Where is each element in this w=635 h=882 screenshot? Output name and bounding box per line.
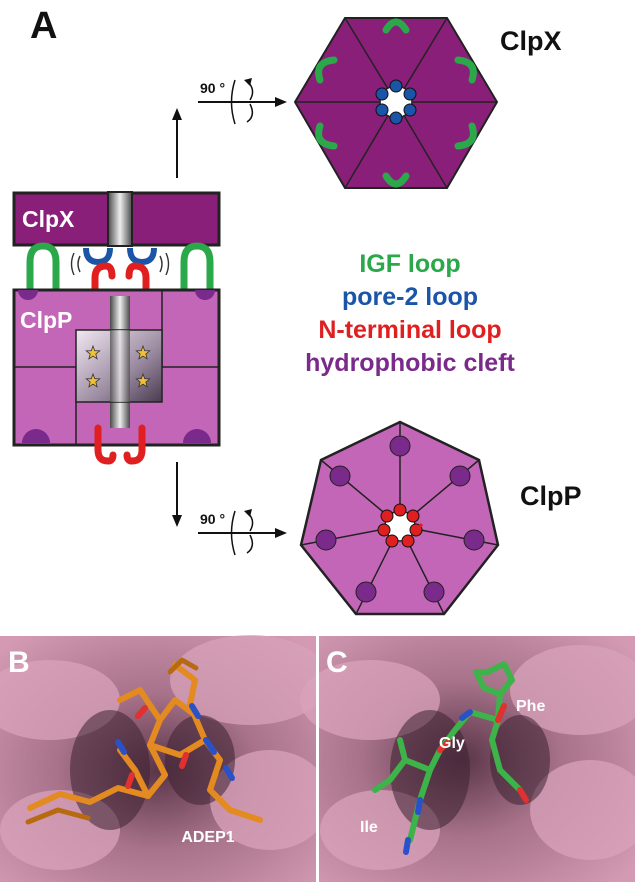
- arrow-down: [172, 462, 182, 527]
- adep1-molecule: [25, 657, 263, 825]
- igf-loop-left: [26, 242, 60, 296]
- panel-a-letter: A: [30, 5, 57, 47]
- residue-gly-label: Gly: [439, 735, 465, 752]
- cleft-top-right: [195, 290, 215, 300]
- cleft-bottom-right: [183, 429, 211, 443]
- panel-b-letter: B: [8, 646, 30, 679]
- legend-pore2-loop: pore-2 loop: [342, 283, 478, 311]
- rotation-label-top: 90 °: [200, 80, 225, 96]
- peptide-molecule: [372, 661, 529, 855]
- nterm-loops-top: [377, 503, 423, 548]
- nterm-loop-top-right: [125, 262, 150, 302]
- side-clpp-label: ClpP: [20, 307, 72, 333]
- panel-c-surface: [300, 645, 635, 870]
- clpx-pore-channel: [107, 191, 133, 247]
- residue-phe-label: Phe: [516, 698, 545, 715]
- pore2-loops-top: [375, 79, 417, 125]
- legend-hydrophobic-cleft: hydrophobic cleft: [305, 349, 515, 377]
- side-clpx-block: ClpX: [12, 191, 221, 247]
- rotation-label-bottom: 90 °: [200, 511, 225, 527]
- side-clpx-label: ClpX: [22, 206, 75, 232]
- pore2-loop-right: [127, 247, 157, 266]
- star-icon: [135, 372, 151, 388]
- top-clpp-label: ClpP: [520, 481, 582, 511]
- clpx-top-view: ClpX: [293, 17, 562, 189]
- rotation-symbol-top: 90 °: [198, 78, 287, 125]
- residue-ile-label: Ile: [360, 819, 378, 836]
- clpp-top-view: ClpP: [299, 420, 582, 616]
- side-clpp-block: ClpP: [12, 288, 221, 447]
- legend-igf-loop: IGF loop: [359, 250, 460, 278]
- panel-b: B ADEP1: [0, 635, 330, 882]
- star-icon: [85, 344, 101, 360]
- legend-nterminal-loop: N-terminal loop: [318, 316, 501, 344]
- star-icon: [135, 344, 151, 360]
- panel-divider: [316, 636, 319, 882]
- star-icon: [85, 372, 101, 388]
- nterm-loop-top-left: [91, 262, 116, 302]
- adep1-label: ADEP1: [181, 829, 234, 846]
- arrow-up: [172, 108, 182, 178]
- nterm-loop-bottom-left: [94, 424, 117, 465]
- top-clpx-label: ClpX: [500, 26, 562, 56]
- rotation-symbol-bottom: 90 °: [198, 509, 287, 556]
- clefts-top: [315, 435, 485, 603]
- cleft-top-left: [18, 290, 38, 300]
- panel-c-letter: C: [326, 646, 348, 679]
- nterm-loop-bottom-right: [123, 424, 146, 465]
- vibration-marks: [70, 252, 170, 276]
- panel-a: A ClpX: [12, 5, 582, 616]
- panel-b-surface: [0, 635, 330, 870]
- legend: IGF loop pore-2 loop N-terminal loop hyd…: [305, 250, 515, 377]
- panel-c: C Phe Gly Ile: [300, 636, 635, 882]
- active-site-stars: [85, 344, 151, 388]
- igf-loops-top: [315, 18, 477, 188]
- igf-loop-right: [180, 242, 214, 296]
- cleft-bottom-left: [22, 429, 50, 443]
- pore2-loop-left: [83, 247, 113, 266]
